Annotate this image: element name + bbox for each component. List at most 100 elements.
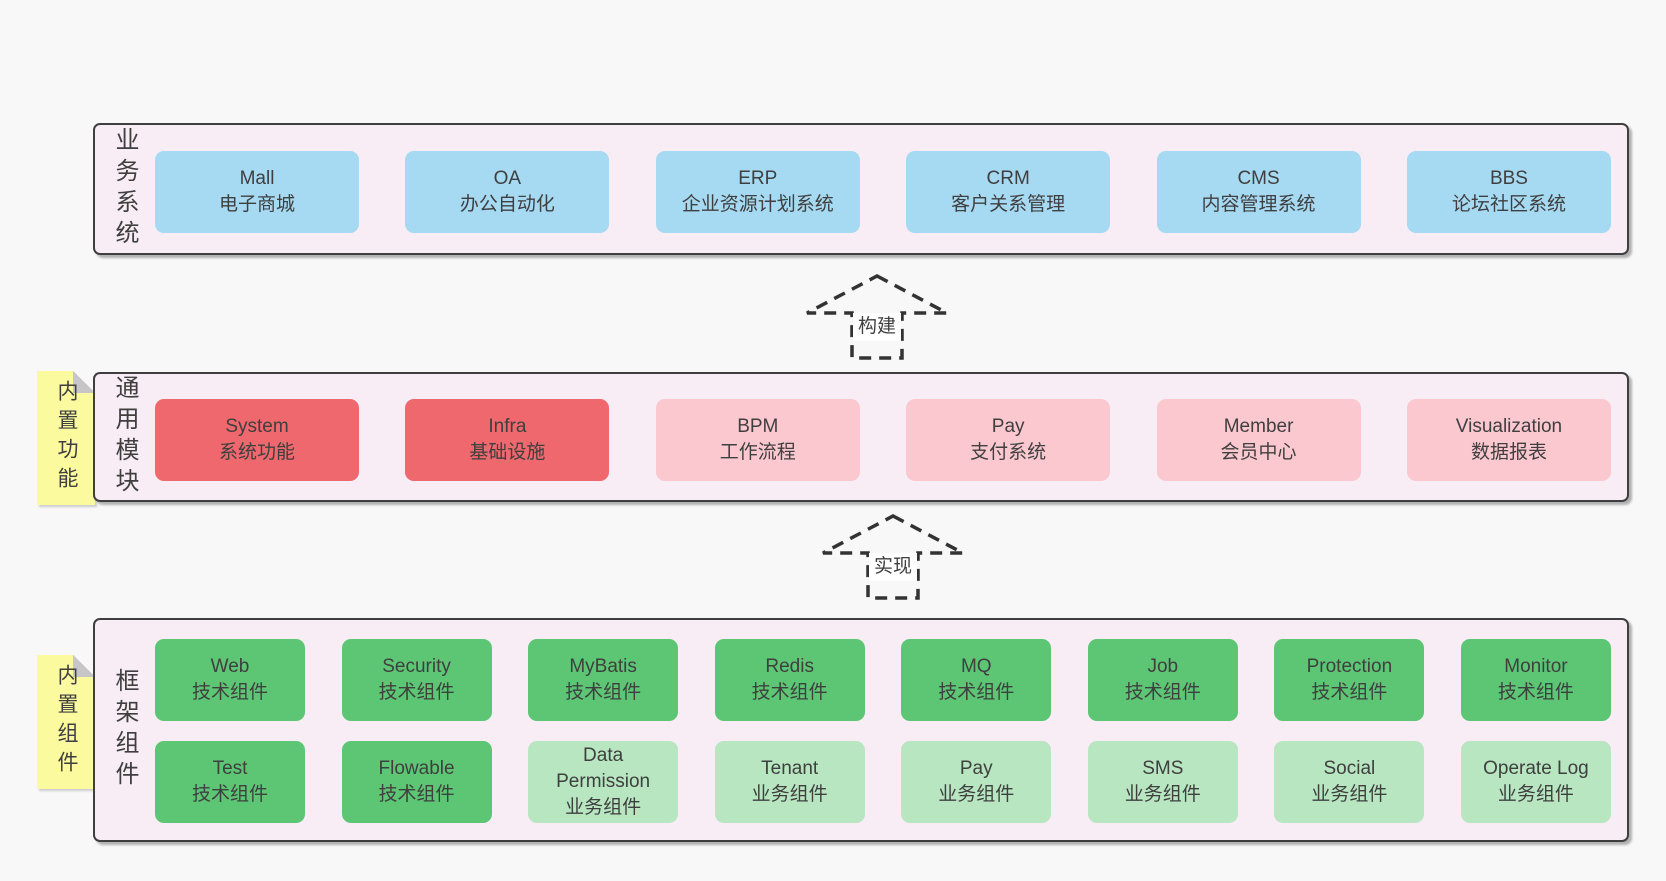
- module-box-visualization: Visualization 数据报表: [1406, 399, 1611, 481]
- box-subtitle: 技术组件: [1311, 682, 1388, 703]
- box-title: Tenant: [761, 758, 819, 779]
- box-title: Web: [210, 656, 250, 677]
- up-arrow-icon: [806, 274, 948, 360]
- box-subtitle: 工作流程: [719, 442, 796, 463]
- box-subtitle: 业务组件: [1124, 784, 1201, 805]
- module-box-pay: Pay 支付系统: [906, 399, 1111, 481]
- module-box-mybatis: MyBatis 技术组件: [528, 639, 679, 721]
- box-subtitle: 电子商城: [218, 194, 295, 215]
- box-title: Operate Log: [1483, 758, 1589, 779]
- folded-corner-icon: [73, 655, 95, 677]
- module-box-sms: SMS 业务组件: [1087, 741, 1238, 823]
- box-subtitle: 技术组件: [938, 682, 1015, 703]
- module-box-social: Social 业务组件: [1274, 741, 1425, 823]
- module-box-mq: MQ 技术组件: [901, 639, 1052, 721]
- box-subtitle: 支付系统: [970, 442, 1047, 463]
- module-box-redis: Redis 技术组件: [714, 639, 865, 721]
- module-box-mall: Mall 电子商城: [155, 151, 359, 233]
- sticky-note-builtin-components: 内置组件: [37, 655, 95, 789]
- box-title: SMS: [1142, 758, 1184, 779]
- layer-business-systems: 业务系统 Mall 电子商城 OA 办公自动化 ERP 企业资源计划系统 CRM 客户关系管理…: [93, 123, 1629, 255]
- box-title: Infra: [488, 416, 527, 437]
- module-box-test: Test 技术组件: [155, 741, 305, 823]
- module-box-security: Security 技术组件: [341, 639, 492, 721]
- box-title: Flowable: [378, 758, 455, 779]
- box-title: CMS: [1237, 168, 1280, 189]
- box-subtitle: 数据报表: [1470, 442, 1547, 463]
- box-subtitle: 技术组件: [191, 784, 268, 805]
- box-title: Pay: [991, 416, 1025, 437]
- box-title: BPM: [737, 416, 779, 437]
- arrow-label: 构建: [852, 313, 902, 341]
- module-box-operate-log: Operate Log 业务组件: [1460, 741, 1611, 823]
- box-subtitle: 业务组件: [565, 797, 642, 818]
- box-title: OA: [493, 168, 522, 189]
- module-box-erp: ERP 企业资源计划系统: [655, 151, 860, 233]
- arrow-build: 构建: [802, 273, 952, 361]
- box-subtitle: 业务组件: [938, 784, 1015, 805]
- box-title: Social: [1323, 758, 1376, 779]
- up-arrow-icon: [822, 514, 964, 600]
- box-subtitle: 技术组件: [191, 682, 268, 703]
- box-title: Test: [212, 758, 248, 779]
- box-subtitle: 论坛社区系统: [1451, 194, 1566, 215]
- module-box-flowable: Flowable 技术组件: [341, 741, 492, 823]
- module-box-data-permission: Data Permission 业务组件: [528, 741, 679, 823]
- box-title: Security: [382, 656, 451, 677]
- layer-label: 通用模块: [111, 375, 138, 499]
- module-box-crm: CRM 客户关系管理: [906, 151, 1111, 233]
- box-subtitle: 业务组件: [1497, 784, 1574, 805]
- sticky-note-text: 内置功能: [55, 380, 78, 496]
- box-title: Data Permission: [556, 745, 651, 792]
- box-title: MyBatis: [569, 656, 637, 677]
- module-box-bpm: BPM 工作流程: [655, 399, 860, 481]
- box-title: Mall: [239, 168, 275, 189]
- layer-label: 业务系统: [111, 127, 138, 251]
- box-subtitle: 客户关系管理: [951, 194, 1066, 215]
- box-title: MQ: [960, 656, 992, 677]
- folded-corner-icon: [73, 371, 95, 393]
- box-subtitle: 技术组件: [378, 784, 455, 805]
- sticky-note-builtin-features: 内置功能: [37, 371, 95, 505]
- arrow-label: 实现: [868, 553, 918, 581]
- module-box-pay: Pay 业务组件: [901, 741, 1052, 823]
- box-subtitle: 技术组件: [565, 682, 642, 703]
- box-subtitle: 基础设施: [469, 442, 546, 463]
- module-box-bbs: BBS 论坛社区系统: [1406, 151, 1611, 233]
- box-subtitle: 技术组件: [751, 682, 828, 703]
- box-subtitle: 技术组件: [1124, 682, 1201, 703]
- box-title: Member: [1223, 416, 1294, 437]
- box-subtitle: 技术组件: [378, 682, 455, 703]
- box-title: Job: [1147, 656, 1179, 677]
- box-title: Protection: [1306, 656, 1393, 677]
- layer-label: 框架组件: [111, 668, 138, 792]
- box-subtitle: 技术组件: [1497, 682, 1574, 703]
- box-subtitle: 业务组件: [1311, 784, 1388, 805]
- box-subtitle: 办公自动化: [459, 194, 555, 215]
- box-title: Visualization: [1455, 416, 1563, 437]
- box-title: CRM: [986, 168, 1030, 189]
- box-subtitle: 业务组件: [751, 784, 828, 805]
- box-title: Pay: [959, 758, 993, 779]
- module-box-oa: OA 办公自动化: [405, 151, 610, 233]
- sticky-note-text: 内置组件: [55, 664, 78, 780]
- arrow-implement: 实现: [818, 513, 968, 601]
- module-box-protection: Protection 技术组件: [1274, 639, 1425, 721]
- module-box-infra: Infra 基础设施: [405, 399, 610, 481]
- module-box-tenant: Tenant 业务组件: [714, 741, 865, 823]
- box-title: ERP: [738, 168, 778, 189]
- box-title: Redis: [765, 656, 814, 677]
- box-subtitle: 企业资源计划系统: [681, 194, 834, 215]
- box-title: BBS: [1489, 168, 1528, 189]
